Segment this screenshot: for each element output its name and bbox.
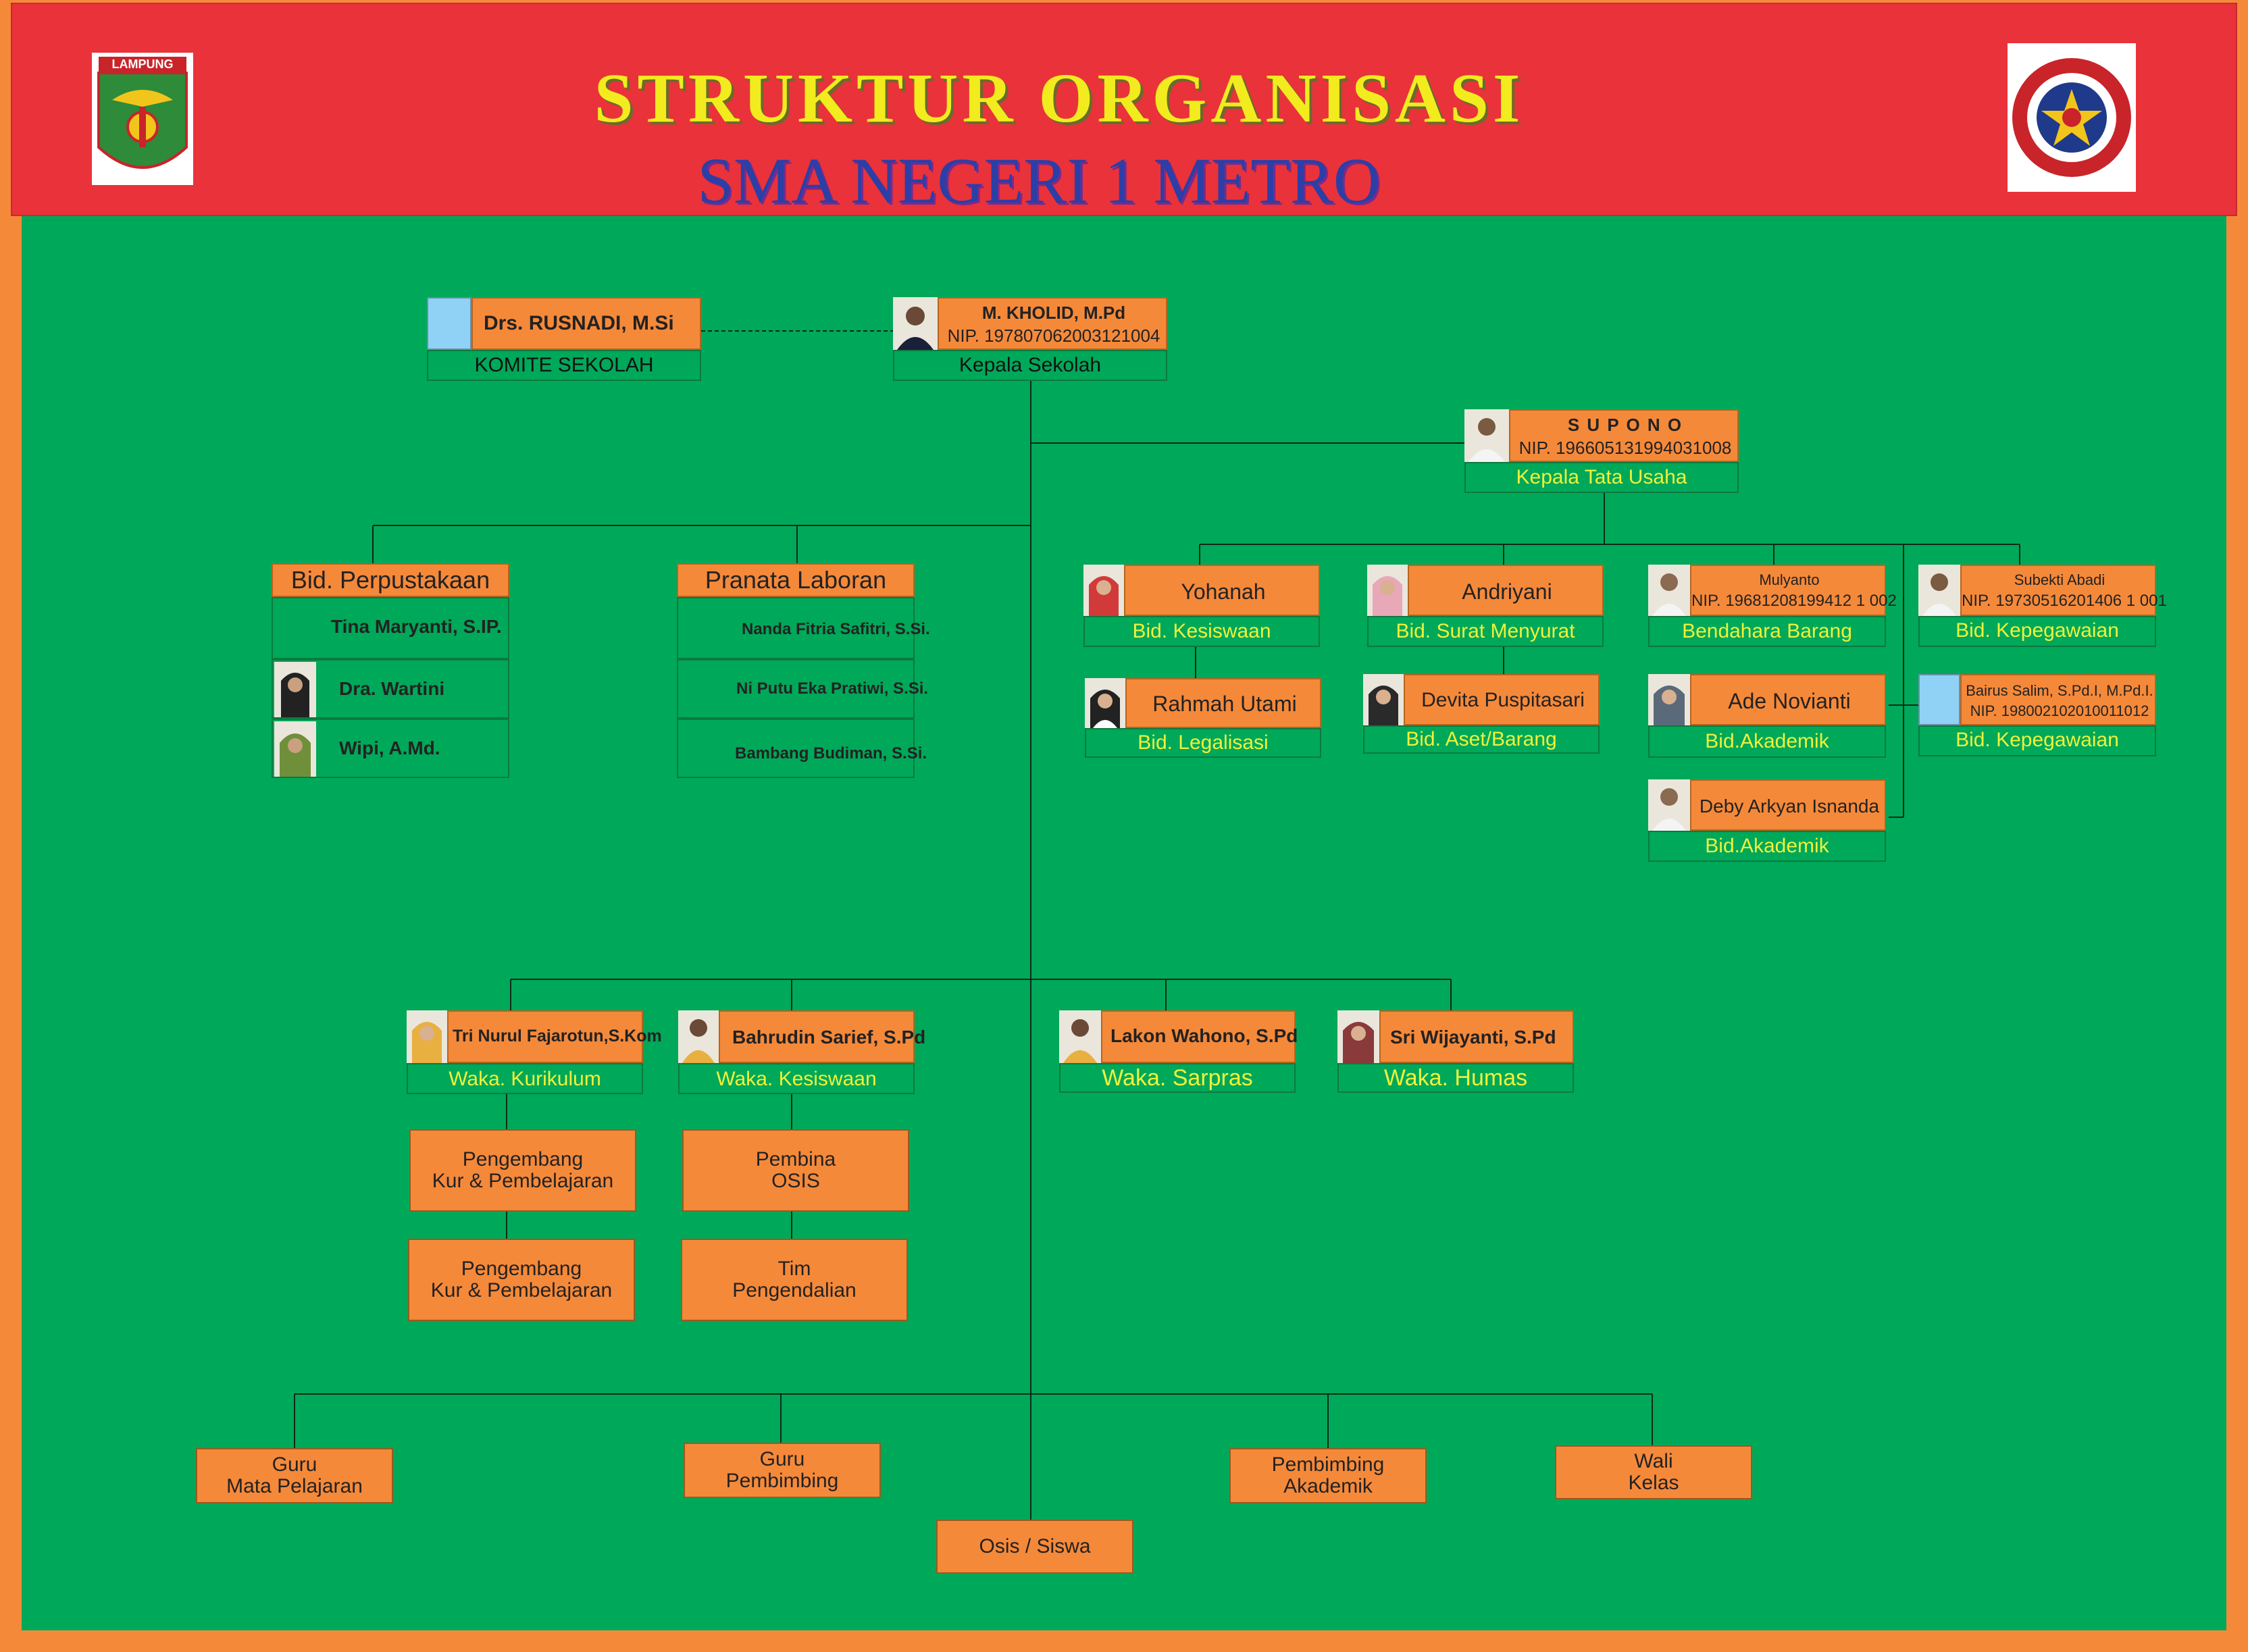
subekti-role: Bid. Kepegawaian — [1918, 616, 2156, 647]
yohanah-name: Yohanah — [1181, 579, 1266, 604]
bairus-photo — [1918, 674, 1960, 725]
perpustakaan-group: Bid. Perpustakaan Tina Maryanti, S.IP. D… — [272, 563, 509, 778]
deby-photo — [1648, 779, 1690, 831]
staff-node-rahmah: Rahmah Utami Bid. Legalisasi — [1085, 678, 1321, 758]
waka-kurikulum-node: Tri Nurul Fajarotun,S.Kom Waka. Kurikulu… — [407, 1010, 662, 1094]
bairus-nip: NIP. 198002102010011012 — [1970, 702, 2149, 719]
waka-role: Waka. Kurikulum — [407, 1063, 643, 1094]
andriyani-name: Andriyani — [1462, 579, 1552, 604]
tata-usaha-name: S U P O N O — [1567, 415, 1683, 435]
chart-subtitle: SMA NEGERI 1 METRO — [697, 145, 1381, 217]
staff-node-devita: Devita Puspitasari Bid. Aset/Barang — [1363, 674, 1600, 754]
perpustakaan-member: Dra. Wartini — [272, 659, 509, 719]
deby-name: Deby Arkyan Isnanda — [1699, 796, 1880, 817]
wartini-photo — [274, 662, 316, 717]
kepala-sekolah-node: M. KHOLID, M.Pd NIP. 197807062003121004 … — [893, 297, 1167, 381]
wipi-photo — [274, 721, 316, 777]
waka-kesiswaan-node: Bahrudin Sarief, S.Pd Waka. Kesiswaan — [678, 1010, 925, 1094]
waka-role: Waka. Kesiswaan — [678, 1063, 915, 1094]
subekti-photo — [1918, 565, 1960, 616]
rahmah-role: Bid. Legalisasi — [1085, 728, 1321, 758]
yohanah-photo — [1083, 565, 1124, 616]
staff-node-deby: Deby Arkyan Isnanda Bid.Akademik — [1648, 779, 1886, 862]
laboran-member: Nanda Fitria Safitri, S.Si. — [677, 597, 930, 659]
komite-node: Drs. RUSNADI, M.Si KOMITE SEKOLAH — [427, 297, 701, 381]
osis-siswa-box: Osis / Siswa — [936, 1520, 1133, 1574]
bairus-name: Bairus Salim, S.Pd.I, M.Pd.I. — [1966, 682, 2153, 699]
sri-photo — [1337, 1010, 1379, 1063]
rahmah-photo — [1085, 678, 1125, 728]
waka-role: Waka. Humas — [1337, 1063, 1574, 1093]
mulyanto-nip: NIP. 19681208199412 1 002 — [1691, 592, 1897, 610]
laboran-title: Pranata Laboran — [677, 563, 915, 597]
mulyanto-name: Mulyanto — [1759, 571, 1820, 588]
waka-name: Tri Nurul Fajarotun,S.Kom — [453, 1027, 662, 1046]
tri-photo — [407, 1010, 447, 1063]
lampung-logo: LAMPUNG — [92, 53, 193, 185]
devita-photo — [1363, 674, 1404, 725]
waka-name: Bahrudin Sarief, S.Pd — [732, 1027, 926, 1048]
kepala-photo — [893, 297, 938, 350]
subekti-name: Subekti Abadi — [2014, 571, 2105, 588]
laboran-member: Bambang Budiman, S.Si. — [677, 719, 927, 778]
andriyani-photo — [1367, 565, 1408, 616]
header-banner: LAMPUNG STRUKTUR ORGANISASI SMA NEGERI 1… — [11, 3, 2237, 217]
ade-name: Ade Novianti — [1728, 689, 1851, 713]
staff-node-andriyani: Andriyani Bid. Surat Menyurat — [1367, 565, 1604, 647]
deby-role: Bid.Akademik — [1648, 831, 1886, 862]
staff-node-yohanah: Yohanah Bid. Kesiswaan — [1083, 565, 1320, 647]
chart-title: STRUKTUR ORGANISASI — [594, 59, 1525, 137]
perpustakaan-member: Tina Maryanti, S.IP. — [272, 597, 509, 659]
mulyanto-role: Bendahara Barang — [1648, 616, 1886, 647]
laboran-group: Pranata Laboran Nanda Fitria Safitri, S.… — [677, 563, 930, 778]
tata-usaha-nip: NIP. 196605131994031008 — [1518, 438, 1732, 458]
kepala-name: M. KHOLID, M.Pd — [981, 303, 1126, 323]
devita-role: Bid. Aset/Barang — [1363, 725, 1600, 754]
staff-node-subekti: Subekti Abadi NIP. 19730516201406 1 001 … — [1918, 565, 2167, 647]
staff-node-mulyanto: Mulyanto NIP. 19681208199412 1 002 Benda… — [1648, 565, 1897, 647]
subekti-nip: NIP. 19730516201406 1 001 — [1962, 592, 2167, 610]
kepala-nip: NIP. 197807062003121004 — [947, 326, 1160, 346]
yohanah-role: Bid. Kesiswaan — [1083, 616, 1320, 647]
waka-sarpras-node: Lakon Wahono, S.Pd Waka. Sarpras — [1059, 1010, 1298, 1093]
waka-role: Waka. Sarpras — [1059, 1063, 1296, 1093]
komite-photo — [427, 297, 471, 350]
devita-name: Devita Puspitasari — [1421, 689, 1585, 711]
rahmah-name: Rahmah Utami — [1152, 692, 1297, 716]
komite-name: Drs. RUSNADI, M.Si — [484, 312, 674, 334]
staff-node-bairus: Bairus Salim, S.Pd.I, M.Pd.I. NIP. 19800… — [1918, 674, 2156, 756]
mulyanto-photo — [1648, 565, 1690, 616]
waka-humas-node: Sri Wijayanti, S.Pd Waka. Humas — [1337, 1010, 1574, 1093]
lampung-logo-text: LAMPUNG — [112, 57, 174, 71]
perpustakaan-title: Bid. Perpustakaan — [272, 563, 509, 597]
lakon-photo — [1059, 1010, 1101, 1063]
komite-role: KOMITE SEKOLAH — [427, 350, 701, 381]
bairus-role: Bid. Kepegawaian — [1918, 725, 2156, 756]
tata-usaha-node: S U P O N O NIP. 196605131994031008 Kepa… — [1464, 409, 1739, 493]
andriyani-role: Bid. Surat Menyurat — [1367, 616, 1604, 647]
perpustakaan-member: Wipi, A.Md. — [272, 719, 509, 778]
staff-node-ade: Ade Novianti Bid.Akademik — [1648, 674, 1886, 758]
laboran-member: Ni Putu Eka Pratiwi, S.Si. — [677, 659, 928, 719]
school-logo — [2008, 43, 2136, 192]
ade-role: Bid.Akademik — [1648, 725, 1886, 758]
tata-usaha-role: Kepala Tata Usaha — [1464, 462, 1739, 493]
waka-name: Sri Wijayanti, S.Pd — [1390, 1027, 1556, 1048]
kepala-role: Kepala Sekolah — [893, 350, 1167, 381]
bahrudin-photo — [678, 1010, 719, 1063]
waka-name: Lakon Wahono, S.Pd — [1110, 1025, 1298, 1046]
supono-photo — [1464, 409, 1509, 462]
ade-photo — [1648, 674, 1690, 725]
